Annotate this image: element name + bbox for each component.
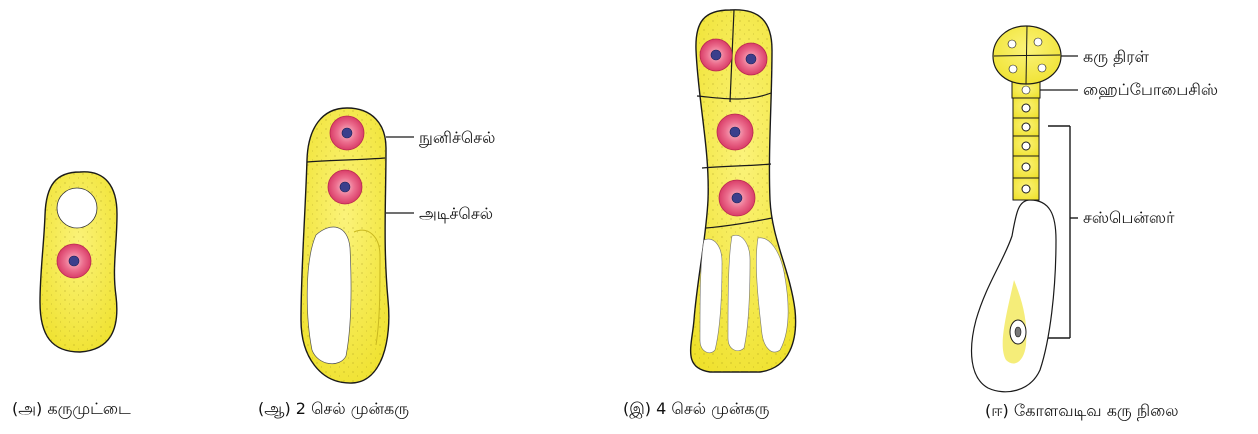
zygote-vacuole xyxy=(57,188,97,228)
four-cell-proembryo xyxy=(691,10,796,372)
zygote-nucleus xyxy=(57,244,91,278)
zygote xyxy=(40,172,117,352)
caption-two-cell-proembryo: (ஆ) 2 செல் முன்கரு xyxy=(258,401,409,417)
nucleus xyxy=(735,43,767,75)
nucleus xyxy=(700,39,732,71)
caption-zygote: (அ) கருமுட்டை xyxy=(12,401,131,417)
label-basal-cell: அடிச்செல் xyxy=(419,206,493,222)
globular-embryo xyxy=(972,26,1078,392)
apical-cell-nucleus xyxy=(330,116,364,150)
label-embryo-mass: கரு திரள் xyxy=(1083,49,1149,65)
label-suspensor: சஸ்பென்ஸர் xyxy=(1083,210,1174,226)
label-apical-cell: நுனிச்செல் xyxy=(419,130,495,146)
label-hypophysis: ஹைப்போபைசிஸ் xyxy=(1083,82,1218,98)
suspensor-cells xyxy=(1013,98,1039,200)
caption-four-cell-proembryo: (இ) 4 செல் முன்கரு xyxy=(623,401,769,417)
basal-vacuole xyxy=(307,227,351,364)
nucleus xyxy=(717,114,753,150)
two-cell-proembryo xyxy=(301,108,414,383)
nucleus xyxy=(719,180,755,216)
caption-globular-embryo: (ஈ) கோளவடிவ கரு நிலை xyxy=(985,403,1179,419)
basal-cell-nucleus xyxy=(328,170,362,204)
